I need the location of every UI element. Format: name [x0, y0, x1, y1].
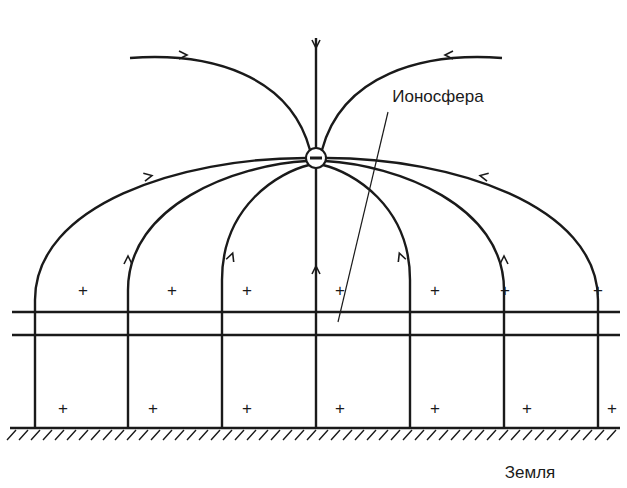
field-line: [130, 57, 310, 150]
charge-sign: +: [58, 400, 68, 417]
charge-sign: +: [593, 282, 603, 299]
field-line: [128, 161, 307, 428]
charge-sign: +: [500, 282, 510, 299]
ground-hatch: [7, 430, 616, 440]
arrowheads: [124, 40, 508, 274]
charge-sign: +: [148, 400, 158, 417]
field-line: [322, 57, 502, 150]
charge-sign: +: [430, 282, 440, 299]
leader-line: [338, 112, 388, 322]
charge-sign: +: [522, 400, 532, 417]
field-line: [35, 158, 306, 428]
charge-sign: +: [607, 400, 617, 417]
charge-sign: +: [242, 282, 252, 299]
field-line: [222, 165, 309, 428]
charge-sign: +: [242, 400, 252, 417]
negative-charge-symbol: [306, 148, 326, 168]
charge-sign: +: [335, 282, 345, 299]
charge-sign: +: [335, 400, 345, 417]
charge-sign: +: [78, 282, 88, 299]
charge-sign: +: [167, 282, 177, 299]
ground-label: Земля: [503, 463, 558, 482]
field-line: [315, 168, 317, 428]
field-line: [315, 38, 317, 148]
charge-sign: +: [430, 400, 440, 417]
field-line: [325, 161, 504, 428]
region-label: Ионосфера: [390, 87, 485, 106]
